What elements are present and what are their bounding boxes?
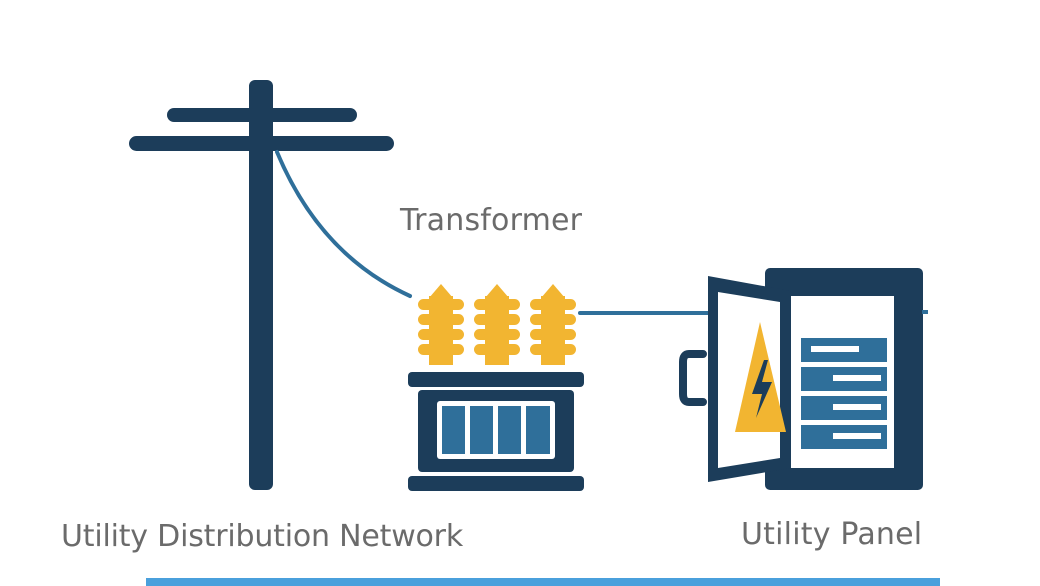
utility-panel-label: Utility Panel — [741, 517, 923, 552]
accent-bar — [146, 578, 940, 586]
transformer-bushing — [474, 284, 520, 365]
transformer-label: Transformer — [400, 203, 583, 238]
utility-pole-icon — [129, 80, 394, 490]
panel-breakers — [801, 338, 887, 449]
service-wire — [275, 150, 412, 298]
transformer-bushing — [418, 284, 464, 365]
transformer-icon — [408, 284, 584, 491]
transformer-bushing — [530, 284, 576, 365]
utility-distribution-network-label: Utility Distribution Network — [61, 519, 463, 554]
electrical-panel-icon — [679, 268, 928, 490]
high-voltage-warning-icon — [735, 322, 786, 432]
